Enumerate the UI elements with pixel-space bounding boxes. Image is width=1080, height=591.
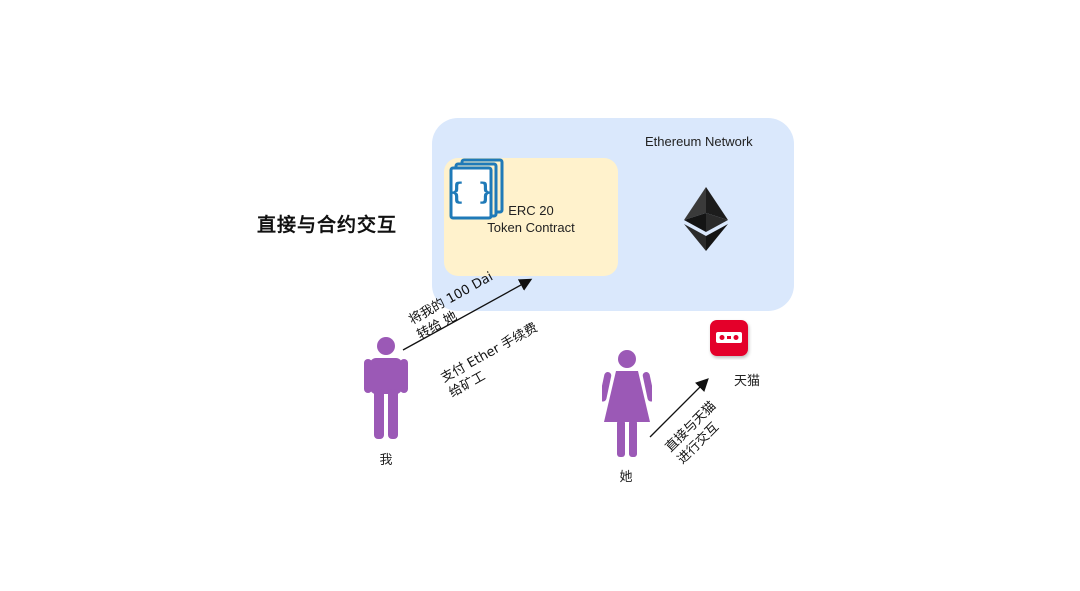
me-label: 我 xyxy=(379,453,393,468)
contract-label-line2: Token Contract xyxy=(487,220,575,235)
svg-text:{ }: { } xyxy=(449,178,492,206)
contract-label-line1: ERC 20 xyxy=(508,203,554,218)
tmall-arrow xyxy=(649,378,709,438)
woman-icon xyxy=(602,350,652,457)
contract-label: ERC 20 Token Contract xyxy=(476,202,586,236)
ethereum-logo-icon xyxy=(684,187,728,251)
man-icon xyxy=(364,337,408,439)
transfer-arrow xyxy=(402,278,533,351)
json-document-icon: { } xyxy=(449,158,504,220)
tmall-logo-icon xyxy=(710,320,748,356)
page-title: 直接与合约交互 xyxy=(257,214,398,236)
network-label: Ethereum Network xyxy=(645,134,753,149)
tmall-label: 天猫 xyxy=(734,374,761,389)
her-label: 她 xyxy=(619,470,633,485)
